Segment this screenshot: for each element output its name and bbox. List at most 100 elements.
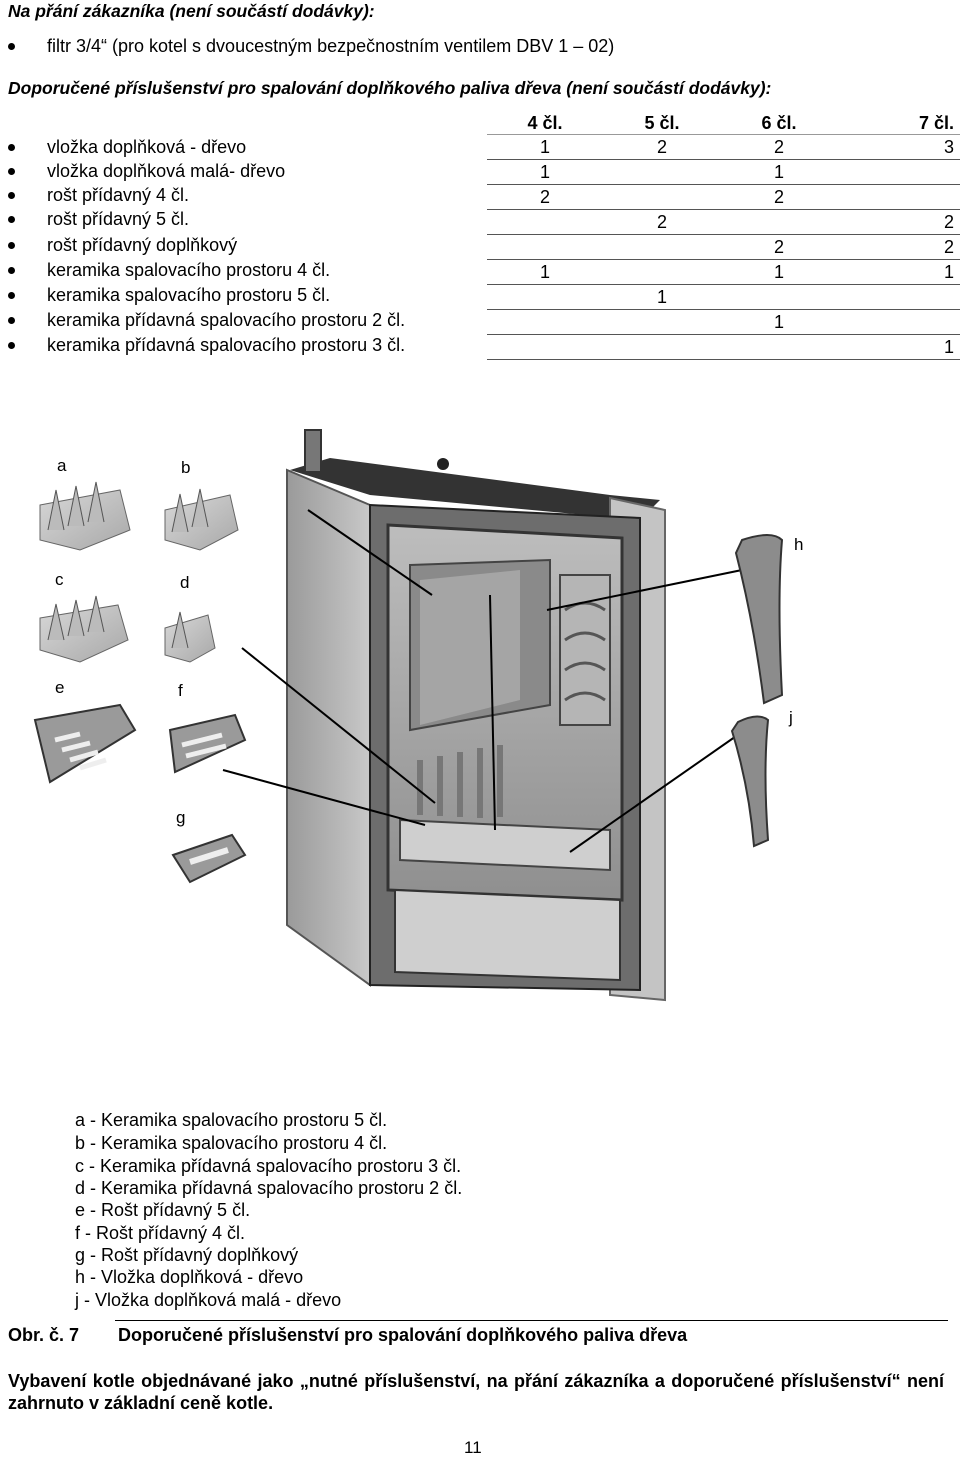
table-header-row: 4 čl. 5 čl. 6 čl. 7 čl. — [487, 112, 960, 135]
table-cell — [721, 284, 837, 310]
list-item-label: keramika spalovacího prostoru 4 čl. — [47, 260, 331, 280]
list-item-label: rošt přídavný 4 čl. — [47, 185, 190, 205]
table-cell — [603, 259, 721, 285]
list-item-label: vložka doplňková - dřevo — [47, 137, 247, 157]
boiler-accessories-figure — [33, 429, 784, 1002]
table-cell — [603, 309, 721, 335]
part-b-ceramic — [164, 488, 239, 551]
part-f-grate — [168, 713, 247, 774]
table-cell: 2 — [487, 184, 603, 210]
table-cell — [487, 209, 603, 235]
table-row: 2 2 — [487, 184, 960, 210]
figure-caption: Doporučené příslušenství pro spalování d… — [118, 1325, 688, 1345]
part-e-grate — [33, 703, 137, 784]
column-header: 5 čl. — [603, 112, 721, 135]
list-item-label: keramika spalovacího prostoru 5 čl. — [47, 285, 331, 305]
table-cell — [721, 209, 837, 235]
bullet-icon — [8, 342, 15, 349]
table-cell: 2 — [603, 209, 721, 235]
table-cell: 2 — [837, 209, 960, 235]
table-row: 1 — [487, 284, 960, 310]
part-g-grate — [171, 833, 247, 884]
figure-label-c: c — [55, 570, 64, 589]
bullet-icon — [8, 242, 15, 249]
list-item-label: keramika přídavná spalovacího prostoru 2… — [47, 310, 406, 330]
list-item-label: rošt přídavný 5 čl. — [47, 209, 190, 229]
table-cell: 1 — [487, 159, 603, 185]
figure-label-j: j — [789, 708, 793, 727]
table-cell: 2 — [721, 184, 837, 210]
table-cell — [487, 284, 603, 310]
figure-number: Obr. č. 7 — [8, 1325, 80, 1345]
bullet-icon — [8, 43, 15, 50]
legend-item: f - Rošt přídavný 4 čl. — [75, 1223, 246, 1243]
part-d-ceramic — [164, 611, 216, 663]
table-cell — [837, 184, 960, 210]
legend-item: a - Keramika spalovacího prostoru 5 čl. — [75, 1110, 388, 1130]
table-row: 1 — [487, 309, 960, 335]
column-header: 7 čl. — [837, 112, 960, 135]
figure-label-f: f — [178, 681, 183, 700]
bullet-icon — [8, 292, 15, 299]
table-cell: 1 — [721, 159, 837, 185]
part-h-insert — [734, 534, 784, 705]
table-row: 1 — [487, 334, 960, 360]
table-cell — [487, 234, 603, 260]
part-c-ceramic — [39, 595, 129, 663]
caption-rule — [115, 1320, 948, 1321]
legend-item: e - Rošt přídavný 5 čl. — [75, 1200, 251, 1220]
table-cell — [487, 309, 603, 335]
customer-options-heading: Na přání zákazníka (není součástí dodávk… — [8, 1, 375, 21]
table-cell: 1 — [721, 259, 837, 285]
bullet-icon — [8, 168, 15, 175]
recommended-accessories-heading: Doporučené příslušenství pro spalování d… — [8, 78, 772, 98]
table-cell — [603, 234, 721, 260]
table-row: 1 1 — [487, 159, 960, 185]
table-cell: 3 — [837, 134, 960, 160]
figure-label-b: b — [181, 458, 191, 477]
table-cell: 2 — [721, 134, 837, 160]
bullet-icon — [8, 317, 15, 324]
table-cell — [837, 159, 960, 185]
table-cell: 1 — [837, 334, 960, 360]
table-cell — [603, 184, 721, 210]
table-row: 1 2 2 3 — [487, 134, 960, 160]
table-row: 2 2 — [487, 209, 960, 235]
legend-item: c - Keramika přídavná spalovacího prosto… — [75, 1156, 462, 1176]
table-cell: 2 — [721, 234, 837, 260]
legend-item: b - Keramika spalovacího prostoru 4 čl. — [75, 1133, 388, 1153]
list-item-label: rošt přídavný doplňkový — [47, 235, 238, 255]
bullet-icon — [8, 216, 15, 223]
list-item-label: keramika přídavná spalovacího prostoru 3… — [47, 335, 406, 355]
table-cell: 1 — [837, 259, 960, 285]
accessory-quantity-table: 4 čl. 5 čl. 6 čl. 7 čl. 1 2 2 3 1 1 2 2 … — [487, 112, 960, 360]
bullet-icon — [8, 267, 15, 274]
bullet-icon — [8, 192, 15, 199]
table-cell: 1 — [487, 259, 603, 285]
boiler-body — [286, 429, 666, 1002]
table-cell — [487, 334, 603, 360]
figure-label-e: e — [55, 678, 65, 697]
legend-item: d - Keramika přídavná spalovacího prosto… — [75, 1178, 463, 1198]
table-cell: 2 — [603, 134, 721, 160]
table-cell — [603, 159, 721, 185]
list-item-label: vložka doplňková malá- dřevo — [47, 161, 286, 181]
table-cell: 1 — [721, 309, 837, 335]
figure-label-a: a — [57, 456, 67, 475]
part-j-insert — [730, 715, 770, 848]
table-row: 2 2 — [487, 234, 960, 260]
table-cell — [721, 334, 837, 360]
table-cell: 2 — [837, 234, 960, 260]
table-cell — [837, 284, 960, 310]
bullet-icon — [8, 144, 15, 151]
figure-label-h: h — [794, 535, 804, 554]
table-cell — [837, 309, 960, 335]
legend-item: j - Vložka doplňková malá - dřevo — [75, 1290, 342, 1310]
table-cell: 1 — [487, 134, 603, 160]
part-a-ceramic — [39, 481, 131, 551]
column-header: 6 čl. — [721, 112, 837, 135]
legend-item: h - Vložka doplňková - dřevo — [75, 1267, 304, 1287]
table-cell — [603, 334, 721, 360]
pricing-note: Vybavení kotle objednávané jako „nutné p… — [8, 1371, 944, 1413]
figure-label-d: d — [180, 573, 190, 592]
